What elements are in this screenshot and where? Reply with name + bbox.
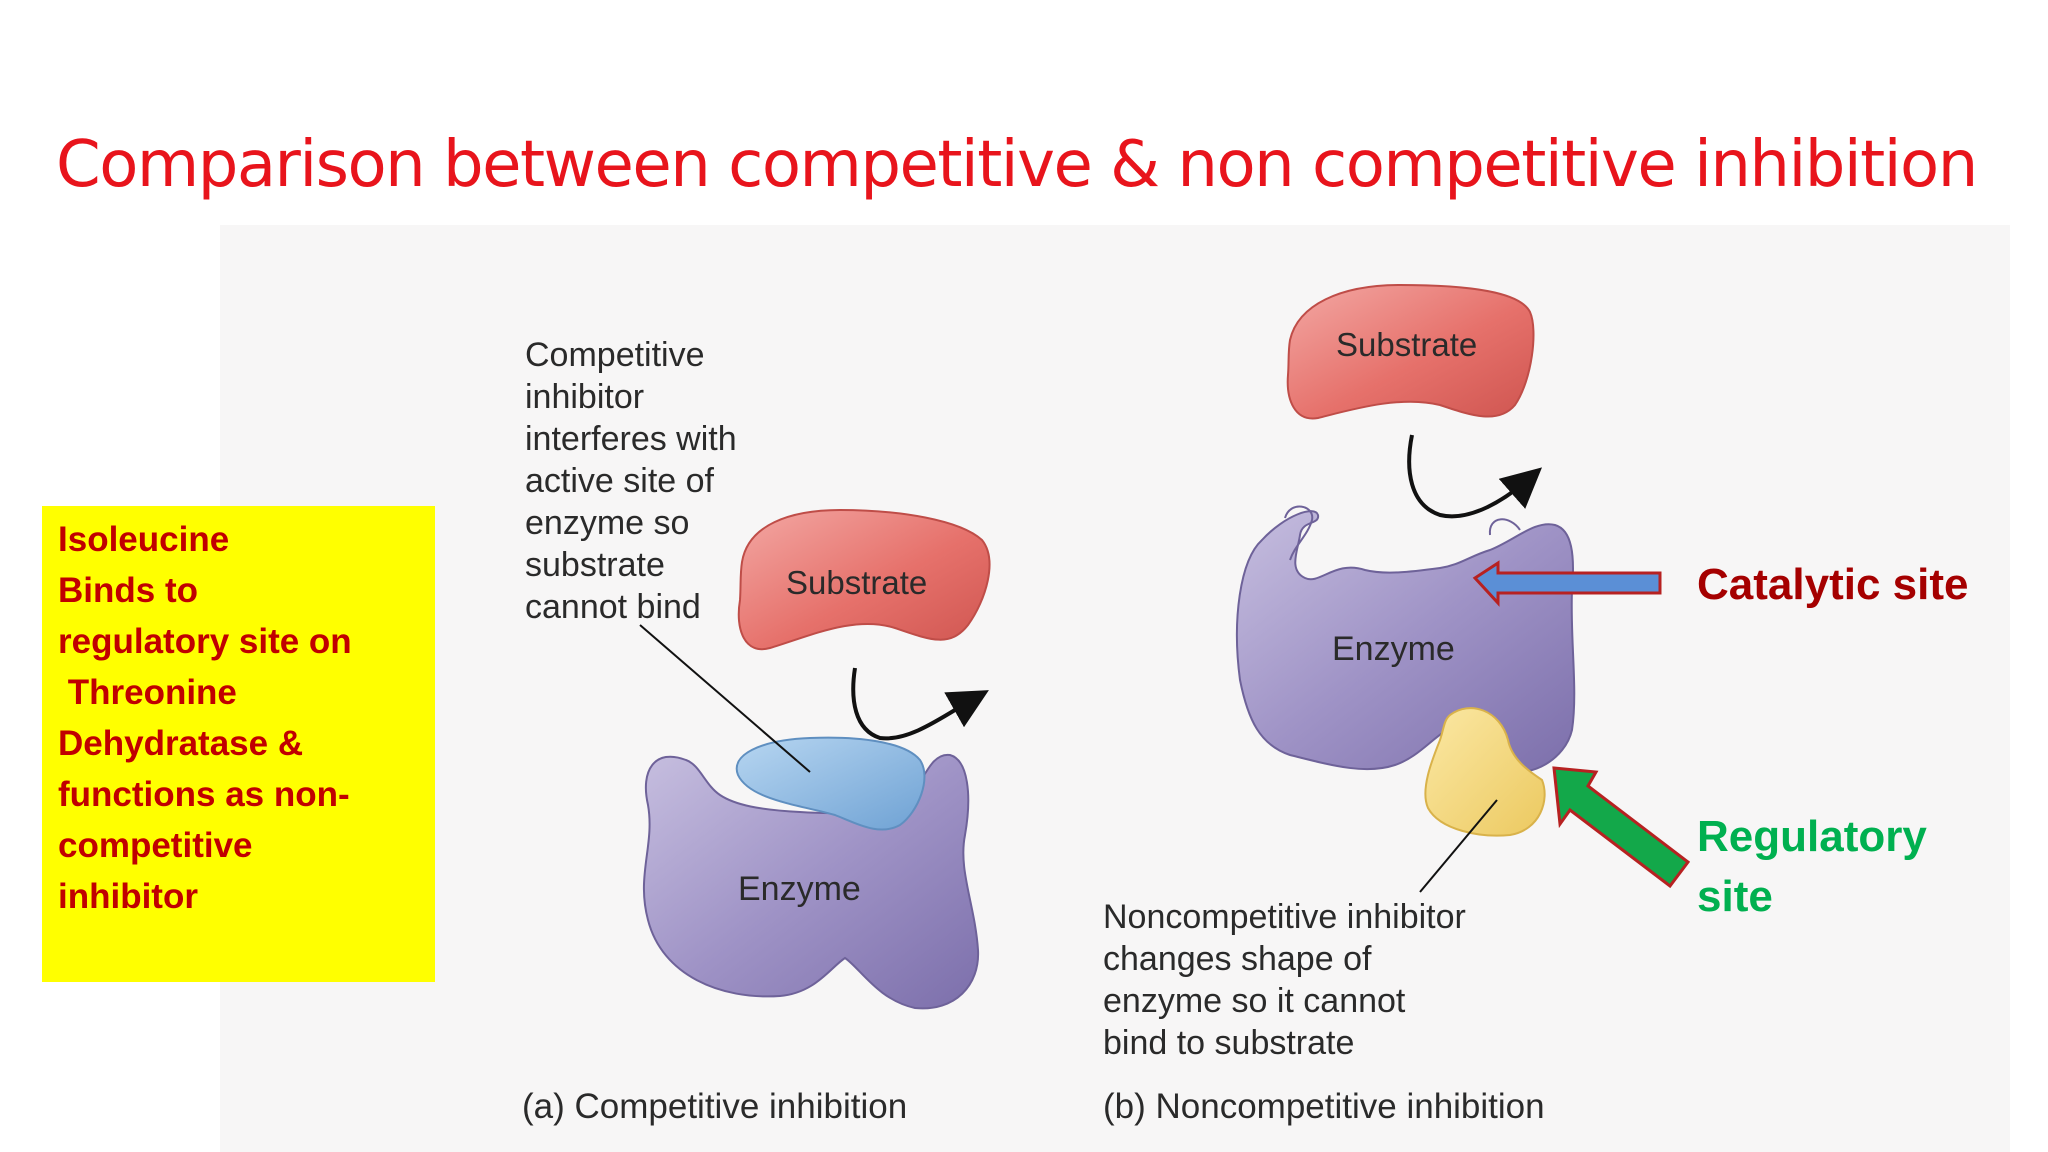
panel-a-bounce-arrow <box>851 667 989 741</box>
note-line: functions as non- <box>58 775 350 814</box>
panel-a-description: Competitive inhibitor interferes with ac… <box>525 336 737 626</box>
competitive-inhibitor-shape <box>735 736 926 831</box>
regulatory-site-label-line1: Regulatory <box>1697 812 1927 861</box>
panel-a-description-line: enzyme so <box>525 504 689 542</box>
noncompetitive-inhibitor-shape <box>1424 707 1546 837</box>
panel-a-description-line: active site of <box>525 462 715 500</box>
panel-a-caption: (a) Competitive inhibition <box>522 1087 907 1126</box>
note-line: inhibitor <box>58 877 198 916</box>
panel-a-substrate <box>737 508 991 651</box>
panel-b-description-line: enzyme so it cannot <box>1103 982 1406 1020</box>
panel-b-enzyme-label: Enzyme <box>1332 630 1455 668</box>
panel-a-description-line: cannot bind <box>525 588 701 626</box>
note-line: Isoleucine <box>58 520 230 559</box>
panel-b-substrate <box>1286 283 1535 420</box>
diagram-background <box>220 225 2010 1152</box>
panel-b-caption: (b) Noncompetitive inhibition <box>1103 1087 1545 1126</box>
panel-b-description-line: changes shape of <box>1103 940 1372 978</box>
note-line: Dehydratase & <box>58 724 304 763</box>
panel-b-pointer-line <box>1419 799 1498 893</box>
note-line: Binds to <box>58 571 198 610</box>
panel-a-description-line: substrate <box>525 546 665 584</box>
regulatory-site-label-line2: site <box>1697 872 1773 921</box>
note-line: regulatory site on <box>58 622 352 661</box>
catalytic-site-arrow <box>1472 560 1662 607</box>
panel-a-description-line: Competitive <box>525 336 705 374</box>
regulatory-site-arrow <box>1552 766 1691 889</box>
panel-b-bounce-arrow <box>1407 434 1543 519</box>
panel-a-enzyme-label: Enzyme <box>738 870 861 908</box>
isoleucine-note-box <box>42 506 435 982</box>
panel-b-description-line: Noncompetitive inhibitor <box>1103 898 1466 936</box>
catalytic-site-label: Catalytic site <box>1697 560 1969 609</box>
panel-b-description: Noncompetitive inhibitor changes shape o… <box>1103 898 1466 1062</box>
panel-a-pointer-line <box>639 624 811 773</box>
note-line: Threonine <box>58 673 237 712</box>
panel-a-description-line: interferes with <box>525 420 737 458</box>
note-line: competitive <box>58 826 253 865</box>
panel-a-substrate-label: Substrate <box>786 564 927 601</box>
panel-b-description-line: bind to substrate <box>1103 1024 1354 1062</box>
panel-a-description-line: inhibitor <box>525 378 644 416</box>
slide-title: Comparison between competitive & non com… <box>56 128 1978 202</box>
panel-b-substrate-label: Substrate <box>1336 326 1477 363</box>
